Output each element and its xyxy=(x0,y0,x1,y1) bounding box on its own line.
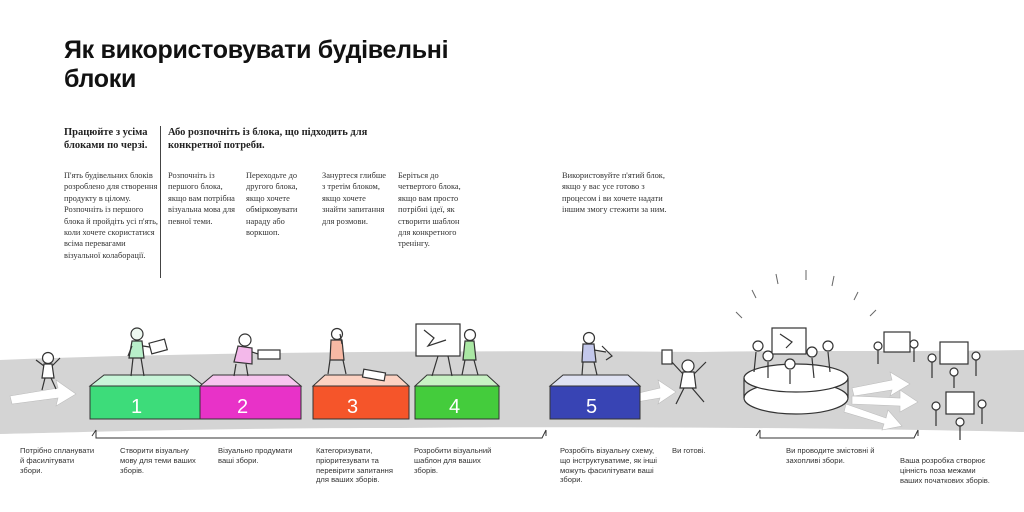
block-2: 2 xyxy=(198,374,303,420)
caption-value: Ваша розробка створює цінність поза межа… xyxy=(900,456,990,485)
outer-group-bottom-icon xyxy=(931,391,987,440)
figure-block4-icon xyxy=(415,323,479,377)
arrow-start-icon xyxy=(9,379,77,407)
block1-description: Розпочніть із першого блока, якщо вам по… xyxy=(168,171,236,226)
arrow-out3-icon xyxy=(843,403,903,431)
figure-ready-icon xyxy=(661,349,707,405)
figure-block1-icon xyxy=(127,327,169,377)
block-number-1: 1 xyxy=(131,396,142,418)
caption-block5: Розробіть візуальну схему, що інструктув… xyxy=(560,446,657,485)
block-1: 1 xyxy=(88,374,206,420)
caption-block4: Розробити візуальний шаблон для ваших зб… xyxy=(414,446,492,475)
celebration-marks xyxy=(735,270,877,319)
any-block-heading: Або розпочніть із блока, що підходить дл… xyxy=(168,127,368,151)
caption-meeting: Ви проводите змістовні й захопливі збори… xyxy=(786,446,875,465)
block-number-2: 2 xyxy=(237,396,248,418)
caption-block3: Категоризувати, пріоритезувати та переві… xyxy=(316,446,393,485)
block-number-5: 5 xyxy=(586,396,597,418)
block-3: 3 xyxy=(311,374,411,420)
figure-block5-icon xyxy=(581,331,613,376)
all-blocks-heading: Працюйте з усіма блоками по черзі. xyxy=(64,127,148,151)
page-title: Як використовувати будівельні блоки xyxy=(64,36,449,93)
block-4: 4 xyxy=(413,374,501,420)
figures xyxy=(35,323,987,440)
block3-description: Зануртеся глибше з третім блоком, якщо х… xyxy=(322,171,387,226)
figure-start-icon xyxy=(35,351,61,391)
block-number-4: 4 xyxy=(449,396,460,418)
outer-group-middle-icon xyxy=(927,341,981,388)
caption-start: Потрібно спланувати й фасилітувати збори… xyxy=(20,446,95,475)
flow-arrows xyxy=(9,371,919,431)
meeting-platform-icon xyxy=(743,327,849,415)
arrow-out2-icon xyxy=(851,389,919,413)
column-divider xyxy=(160,126,161,278)
stage-brackets xyxy=(91,429,919,439)
block-5: 5 xyxy=(548,374,642,420)
figure-block2-icon xyxy=(233,333,281,377)
caption-block2: Візуально продумати ваші збори. xyxy=(218,446,293,465)
caption-ready: Ви готові. xyxy=(672,446,706,455)
all-blocks-text: П'ять будівельних блоків розроблено для … xyxy=(64,171,158,260)
block4-description: Беріться до четвертого блока, якщо вам п… xyxy=(398,171,461,249)
block2-description: Переходьте до другого блока, якщо хочете… xyxy=(246,171,298,238)
figure-block3-icon xyxy=(327,327,387,382)
outer-group-top-icon xyxy=(873,331,919,364)
block5-description: Використовуйте п'ятий блок, якщо у вас у… xyxy=(562,171,667,215)
block-number-3: 3 xyxy=(347,396,358,418)
caption-block1: Створити візуальну мову для теми ваших з… xyxy=(120,446,196,475)
